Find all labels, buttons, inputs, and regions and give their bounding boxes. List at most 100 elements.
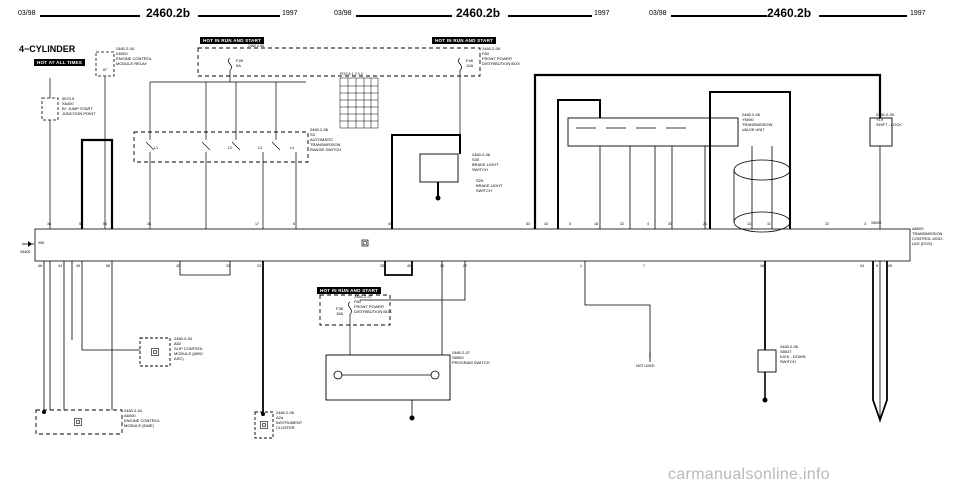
kickdown-switch-box: [757, 349, 777, 373]
jump-start-box: [41, 97, 59, 121]
fuse-box-top: [197, 47, 481, 77]
fuse-box-bottom-label: 2460.2-07 F60 FRONT POWER DISTRIBUTION B…: [354, 294, 392, 314]
range-switch-label: 2460.2-06 S3 AUTOMATIC TRANSMISSION RANG…: [310, 127, 342, 152]
dme-module-box: [35, 409, 123, 435]
dme-label: 2460.2-04 A6000 ENGINE CONTROL MODULE (D…: [124, 408, 161, 428]
top-pin: 8: [293, 222, 295, 226]
page-header-3: 03/98 2460.2b 1997: [649, 6, 926, 28]
top-pin: 21: [703, 222, 707, 226]
bottom-pin: 46: [38, 264, 42, 268]
cluster-label: 2460.2-06 A2a INSTRUMENT CLUSTER: [276, 410, 303, 430]
jump-start-label: 0670.0 X6400 B+ JUMP START JUNCTION POIN…: [62, 96, 96, 116]
top-pin: 22: [825, 222, 829, 226]
bottom-pin: 26: [888, 264, 892, 268]
cluster-box: [254, 411, 274, 439]
fuse-box-bottom: [319, 294, 391, 326]
top-pin: 43: [544, 222, 548, 226]
program-switch-box: [325, 354, 451, 401]
ecm-relay-pin: 87: [103, 68, 107, 72]
top-pin: 18: [594, 222, 598, 226]
header-year: 1997: [282, 10, 298, 17]
header-date: 03/98: [18, 10, 36, 17]
range-pin-l1: L1: [154, 146, 158, 150]
top-pin: 38: [47, 222, 51, 226]
bottom-pin: 15: [440, 264, 444, 268]
kickdown-label: 2460.2-06 S8537 KICK - DOWN SWITCH: [780, 344, 806, 364]
valve-unit-box: [567, 117, 739, 147]
page-header-1: 03/98 2460.2b 1997: [18, 6, 298, 28]
asc-label: 2460.2-04 A52 SLIP CONTROL MODULE (ABS/ …: [174, 336, 204, 361]
switch-table: [339, 77, 379, 129]
bottom-pin: 45: [76, 264, 80, 268]
x-left-bottom-label: X6400: [20, 250, 31, 254]
fuse-box-top-label: 2460.2-06 F60 FRONT POWER DISTRIBUTION B…: [482, 46, 520, 66]
header-code: 2460.2b: [456, 6, 501, 20]
page-header-2: 03/98 2460.2b 1997: [334, 6, 610, 28]
range-pin-l3: L3: [258, 146, 262, 150]
header-date: 03/98: [649, 10, 667, 17]
bottom-pin: 34: [860, 264, 864, 268]
top-pin: 17: [255, 222, 259, 226]
dme-icon: [74, 418, 82, 426]
x-left-label: X80: [38, 241, 45, 245]
ecm-relay-box: [95, 51, 115, 77]
top-pin: 32: [620, 222, 624, 226]
top-pin: 52: [79, 222, 83, 226]
bottom-pin: 44: [58, 264, 62, 268]
bottom-pin: 40: [407, 264, 411, 268]
header-year: 1997: [594, 10, 610, 17]
bottom-pin: 27: [463, 264, 467, 268]
bottom-pin: 7: [643, 264, 645, 268]
fuse-c-label: F38 15A: [336, 306, 344, 316]
range-pin-l4: L4: [290, 146, 294, 150]
fuse-b-label: F48 10A: [466, 58, 474, 68]
hot-run-start-tag-1: HOT IN RUN AND START: [200, 37, 265, 44]
section-title: 4−CYLINDER: [19, 44, 76, 54]
bottom-pin: 56: [106, 264, 110, 268]
valve-unit-label: 2460.2-06 Y6000 TRANSMISSION VALVE UNIT: [742, 112, 773, 132]
program-switch-label: 2460.2-07 S8500 PROGRAM SWITCH: [452, 350, 490, 365]
asc-module-box: [139, 337, 171, 367]
shift-lock-box: [869, 117, 893, 147]
not-used-label: NOT USED: [636, 364, 655, 368]
bottom-pin: 33: [226, 264, 230, 268]
switch-table-header: POS A 1 2 3 4: [340, 72, 363, 76]
header-year: 1997: [910, 10, 926, 17]
bottom-pin: 23: [257, 264, 261, 268]
header-code: 2460.2b: [146, 6, 191, 20]
fuse-a-label: F28 5A: [236, 58, 243, 68]
bottom-pin: 9: [876, 264, 878, 268]
shift-lock-label: 2460.2-05 Y19 SHIFT - LOCK: [876, 112, 902, 127]
hot-at-all-times-tag: HOT AT ALL TIMES: [34, 59, 86, 66]
range-pin-l2: L2: [228, 146, 232, 150]
top-pin: 4: [647, 222, 649, 226]
top-pin: 30: [668, 222, 672, 226]
bottom-pin: 42: [176, 264, 180, 268]
brake-switch2-label: S29 BRAKE LIGHT SWITCH: [476, 178, 503, 193]
ecm-relay-label: 2460.2-04 K6000 ENGINE CONTROL MODULE RE…: [116, 46, 153, 66]
watermark: carmanualsonline.info: [668, 466, 830, 483]
top-pin: 38: [147, 222, 151, 226]
top-pin: 5: [569, 222, 571, 226]
bottom-pin: 16: [760, 264, 764, 268]
tcm-module-box: [34, 228, 911, 262]
hot-run-start-tag-3: HOT IN RUN AND START: [317, 287, 382, 294]
fuse-a-ref: 2460.2-06: [248, 44, 265, 48]
asc-icon: [151, 348, 159, 356]
tcm-tag: X8000: [871, 221, 882, 225]
cluster-icon: [260, 421, 268, 429]
tcm-label: A8000 TRANSMISSION CONTROL MOD- ULE (EGS…: [912, 226, 944, 246]
top-pin: 11: [767, 222, 771, 226]
hot-run-start-tag-2: HOT IN RUN AND START: [432, 37, 497, 44]
header-code: 2460.2b: [767, 6, 812, 20]
brake-switch-box: [419, 153, 459, 183]
top-pin: 54: [103, 222, 107, 226]
top-pin: 45: [388, 222, 392, 226]
top-pin: 13: [747, 222, 751, 226]
ground-icon: [361, 239, 369, 247]
brake-switch-label: 2460.2-06 S30 BRAKE LIGHT SWITCH: [472, 152, 499, 172]
bottom-pin: 25: [380, 264, 384, 268]
bottom-pin: 1: [580, 264, 582, 268]
header-date: 03/98: [334, 10, 352, 17]
